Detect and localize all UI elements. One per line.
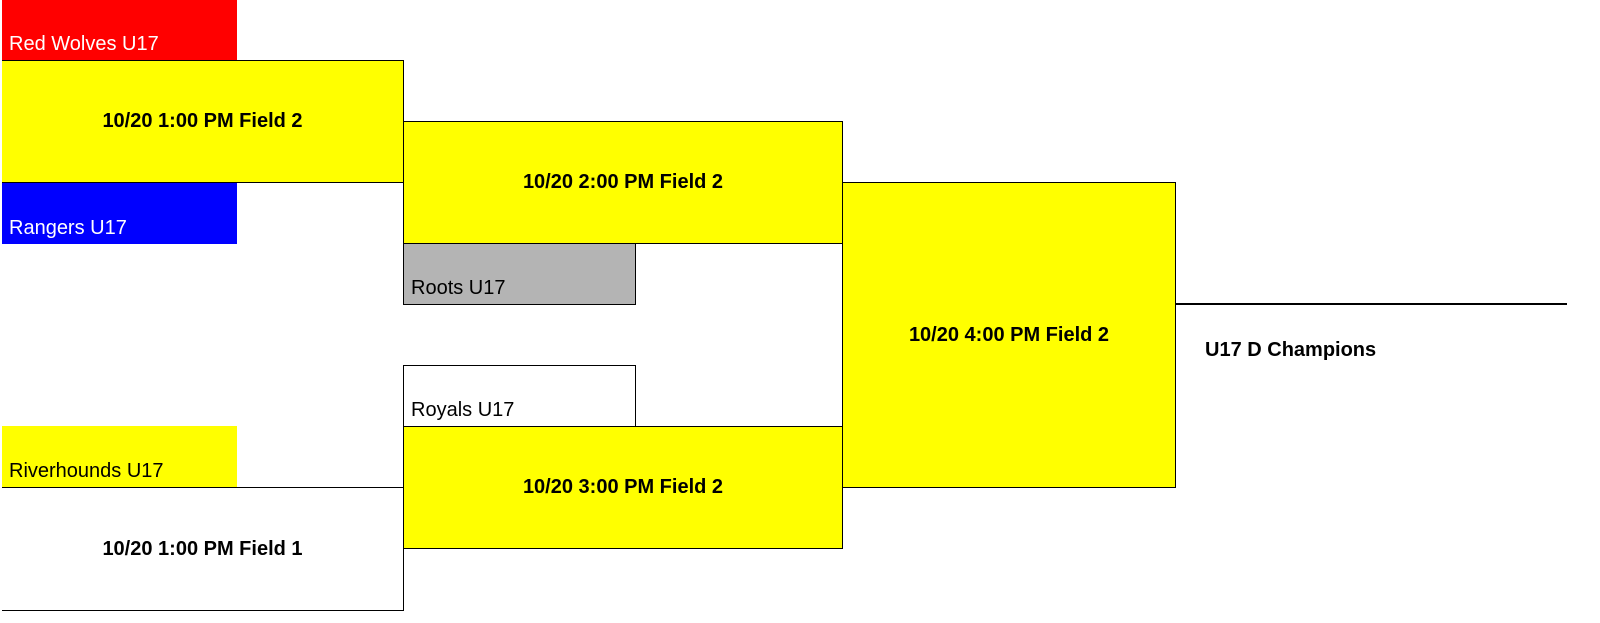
team-red-wolves: Red Wolves U17	[2, 0, 237, 60]
game-round1-bottom: 10/20 1:00 PM Field 1	[2, 487, 404, 611]
team-rangers-label: Rangers U17	[9, 217, 127, 239]
game-final-label: 10/20 4:00 PM Field 2	[908, 323, 1110, 346]
game-round1-top-label: 10/20 1:00 PM Field 2	[102, 110, 303, 132]
team-red-wolves-label: Red Wolves U17	[9, 33, 159, 55]
team-royals-label: Royals U17	[411, 399, 515, 421]
game-semi-top-label: 10/20 2:00 PM Field 2	[522, 171, 724, 193]
team-roots: Roots U17	[403, 243, 636, 305]
game-semi-bottom-label: 10/20 3:00 PM Field 2	[522, 476, 724, 498]
team-rangers: Rangers U17	[2, 183, 237, 244]
game-final: 10/20 4:00 PM Field 2	[842, 182, 1176, 488]
champion-label: U17 D Champions	[1205, 339, 1377, 361]
team-roots-label: Roots U17	[411, 277, 506, 299]
game-round1-top: 10/20 1:00 PM Field 2	[2, 60, 404, 183]
team-riverhounds-label: Riverhounds U17	[9, 460, 164, 482]
team-royals: Royals U17	[403, 365, 636, 427]
team-riverhounds: Riverhounds U17	[2, 426, 237, 487]
champion-line	[1175, 303, 1567, 305]
game-semi-top: 10/20 2:00 PM Field 2	[403, 121, 843, 244]
game-round1-bottom-label: 10/20 1:00 PM Field 1	[102, 537, 303, 560]
game-semi-bottom: 10/20 3:00 PM Field 2	[403, 426, 843, 549]
